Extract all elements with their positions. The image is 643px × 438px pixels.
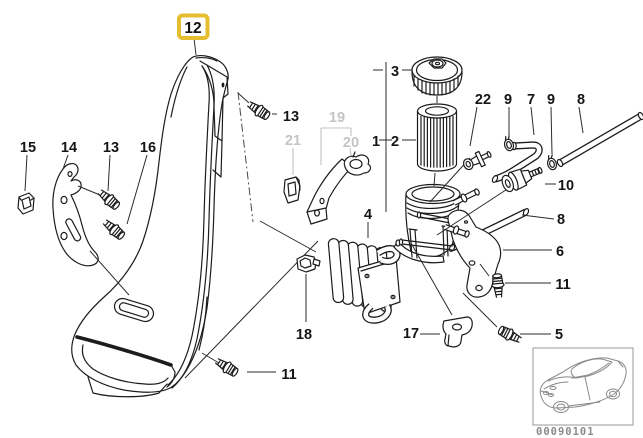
bolt-11-tail-drawing xyxy=(213,355,241,379)
air-duct-drawing xyxy=(71,55,229,398)
callout-5[interactable]: 5 xyxy=(555,327,563,343)
callout-3[interactable]: 3 xyxy=(391,64,399,80)
lower-bracket-drawing xyxy=(442,316,473,348)
callout-4[interactable]: 4 xyxy=(364,207,372,223)
duct-screw-hole xyxy=(221,82,225,88)
callout-1[interactable]: 1 xyxy=(372,134,380,150)
callout-9b[interactable]: 9 xyxy=(547,92,555,108)
callout-13-left[interactable]: 13 xyxy=(103,140,119,156)
callout-11-right[interactable]: 11 xyxy=(555,277,570,293)
hose-clamp-9a-drawing xyxy=(501,134,516,153)
bolt-13-right-drawing xyxy=(245,98,273,123)
callout-22[interactable]: 22 xyxy=(475,92,491,108)
callout-8-mid[interactable]: 8 xyxy=(557,212,565,228)
callout-10[interactable]: 10 xyxy=(558,178,574,194)
clip-nut-drawing xyxy=(17,192,35,215)
ghost-bracket-drawing xyxy=(306,158,353,225)
hose-clamp-20-drawing xyxy=(343,151,372,176)
scoop-slot xyxy=(113,297,155,323)
holder-clip-18-drawing xyxy=(296,254,321,273)
filter-cap-drawing xyxy=(411,56,463,96)
mounting-bracket-drawing xyxy=(52,163,99,267)
callout-21-ghost[interactable]: 21 xyxy=(285,133,301,149)
callout-6[interactable]: 6 xyxy=(556,244,564,260)
callout-2[interactable]: 2 xyxy=(391,134,399,150)
callout-13-right[interactable]: 13 xyxy=(283,109,299,125)
bolt-13-left-drawing xyxy=(95,186,123,213)
hose-clamp-9b-drawing xyxy=(544,153,559,172)
highlighted-callout-12[interactable]: 12 xyxy=(177,13,210,40)
bolt-11-right-drawing xyxy=(490,272,506,299)
bolt-16-drawing xyxy=(100,216,128,243)
callout-16[interactable]: 16 xyxy=(140,140,156,156)
pressure-regulator-drawing xyxy=(501,166,543,193)
callout-labels: 12 15 14 13 16 13 21 19 20 3 1 2 4 22 9 … xyxy=(20,13,585,383)
fuel-hose-top-drawing xyxy=(556,111,643,168)
callout-7[interactable]: 7 xyxy=(527,92,535,108)
callout-17[interactable]: 17 xyxy=(403,326,419,342)
callout-19-ghost[interactable]: 19 xyxy=(329,110,345,126)
callout-8-top[interactable]: 8 xyxy=(577,92,585,108)
housing-fittings-drawing xyxy=(444,188,480,238)
car-inset-thumbnail: 00090101 xyxy=(532,347,634,438)
vent-valve-drawing xyxy=(462,150,492,171)
scoop-rim xyxy=(75,335,173,367)
callout-14[interactable]: 14 xyxy=(61,140,77,156)
callout-11-left[interactable]: 11 xyxy=(281,367,296,383)
leader-lines xyxy=(24,37,584,379)
diagram-code: 00090101 xyxy=(536,426,595,438)
bolt-5-drawing xyxy=(496,323,524,346)
oil-cooler-drawing xyxy=(327,238,401,324)
callout-9a[interactable]: 9 xyxy=(504,92,512,108)
callout-18[interactable]: 18 xyxy=(296,327,312,343)
callout-20-ghost[interactable]: 20 xyxy=(343,135,359,151)
callout-12[interactable]: 12 xyxy=(184,20,201,37)
body-clip-21-drawing xyxy=(283,176,301,204)
callout-15[interactable]: 15 xyxy=(20,140,36,156)
filter-element-drawing xyxy=(416,103,458,172)
